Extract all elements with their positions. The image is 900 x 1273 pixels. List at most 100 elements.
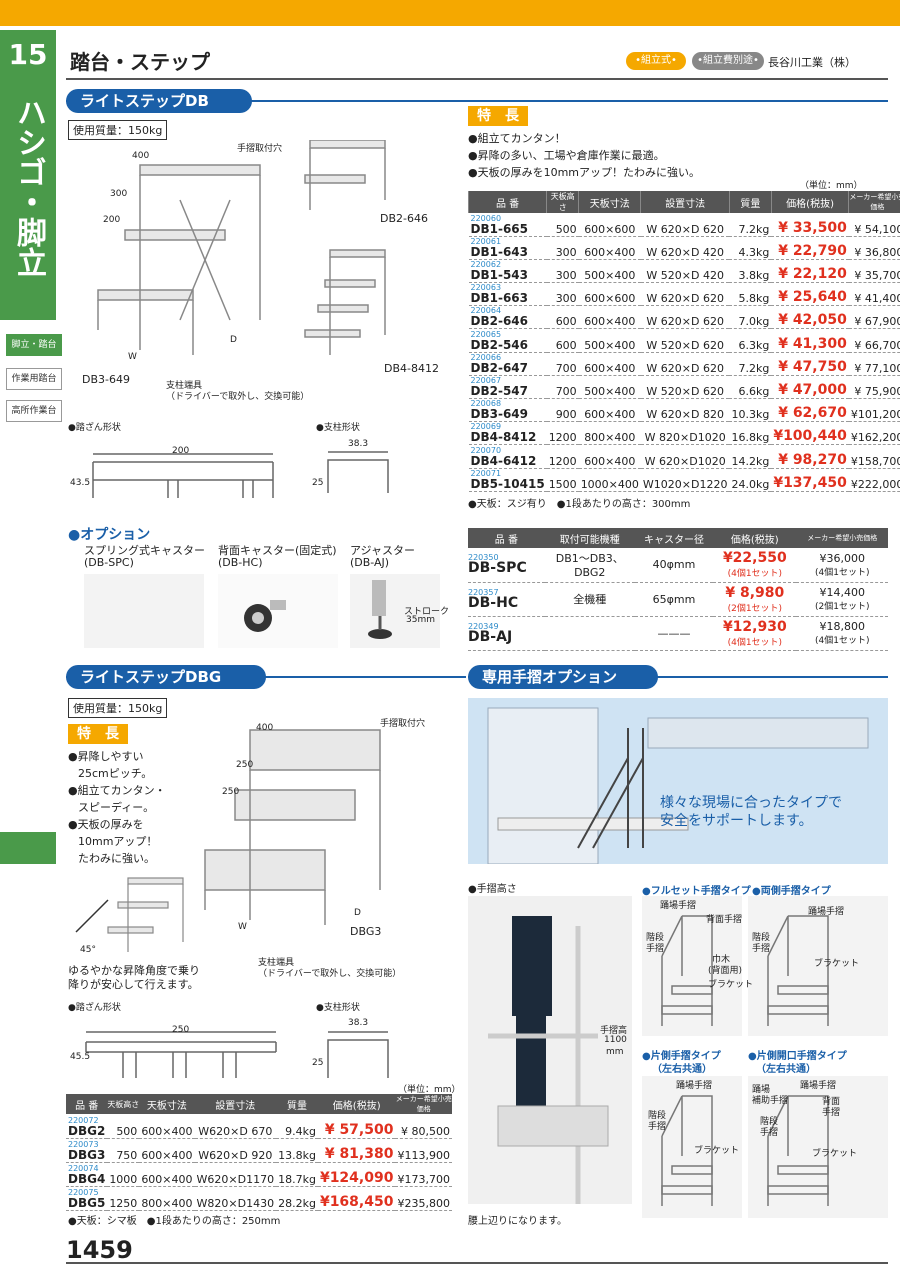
model-name: DB2-547 xyxy=(470,384,529,398)
section-handrail: 専用手摺オプション xyxy=(468,665,658,689)
dbg-post-width: 38.3 xyxy=(348,1018,369,1028)
side-tab-work-step[interactable]: 作業用踏台 xyxy=(6,368,62,390)
top-size-cell: 600×400 xyxy=(578,305,641,330)
height-cell: 300 xyxy=(546,259,579,284)
top-size-cell: 800×400 xyxy=(578,421,641,446)
type-single-drawing xyxy=(642,1076,742,1218)
price-cell: ¥22,550(4個1セット) xyxy=(713,548,797,583)
section-dbg: ライトステップDBG xyxy=(66,665,266,689)
model-name: DB5-10415 xyxy=(470,476,545,491)
top-size-cell: 1000×400 xyxy=(578,468,641,492)
height-cell: 700 xyxy=(546,352,579,376)
side-tab-stepladder[interactable]: 脚立・踏台 xyxy=(6,334,62,356)
list-price-cell: ¥173,700 xyxy=(395,1162,452,1187)
model-name: DB1-665 xyxy=(470,221,529,236)
model-name: DB2-646 xyxy=(470,314,529,329)
page-number: 1459 xyxy=(66,1236,133,1264)
product-code: 220060 xyxy=(470,213,502,223)
footer-divider xyxy=(66,1262,888,1264)
height-cell: 600 xyxy=(546,328,579,353)
list-price-cell: ¥162,200 xyxy=(848,421,900,446)
diameter-cell: 65φmm xyxy=(634,582,714,617)
install-size-cell: W 620×D 620 xyxy=(640,282,730,307)
list-price-cell: ¥ 41,400 xyxy=(848,282,900,307)
spring-caster-image xyxy=(84,574,204,648)
list-price-cell: ¥14,400(2個1セット) xyxy=(796,582,888,617)
handrail-height-photo xyxy=(468,896,632,1204)
price-note: (4個1セット) xyxy=(727,637,783,648)
dbg-feature-1: ●昇降しやすい xyxy=(68,750,144,763)
dbg-dim-250b: 250 xyxy=(222,787,240,797)
list-price-cell: ¥222,000 xyxy=(848,468,900,492)
option-table: 品 番 取付可能機種 キャスター径 価格(税抜) メーカー希望小売価格 2203… xyxy=(468,528,888,651)
dbg-feature-2: ●組立てカンタン・ xyxy=(68,784,166,797)
price-cell: ¥12,930(4個1セット) xyxy=(713,616,797,651)
top-size-cell: 600×600 xyxy=(578,213,641,237)
list-price-cell: ¥18,800(4個1セット) xyxy=(796,616,888,651)
top-color-bar xyxy=(0,0,900,26)
handrail-banner-text-1: 様々な現場に合ったタイプで xyxy=(660,795,842,811)
db-dim-200: 200 xyxy=(103,215,121,225)
dbg-feature-3c: たわみに強い。 xyxy=(78,852,155,865)
weight-cell: 24.0kg xyxy=(729,468,772,492)
both-label-stair: 階段 xyxy=(752,933,771,943)
list-price-note: (2個1セット) xyxy=(815,602,870,612)
dbg-angle-drawing xyxy=(75,877,184,952)
chapter-number: 15 xyxy=(8,38,48,71)
col-price: 価格(税抜) xyxy=(770,191,849,213)
dbg-angle-note-2: 降りが安心して行えます。 xyxy=(68,978,199,991)
list-price-cell: ¥113,900 xyxy=(395,1138,452,1163)
list-price-cell: ¥ 54,100 xyxy=(848,213,900,237)
side-tab-high-platform[interactable]: 高所作業台 xyxy=(6,400,62,422)
dbg-feature-3: ●天板の厚みを xyxy=(68,818,144,831)
fit-cell: 全機種 xyxy=(544,582,635,617)
dbg-unit: （単位：mm） xyxy=(398,1085,461,1095)
price-cell: ¥ 22,120 xyxy=(771,259,849,284)
list-price-cell: ¥36,000(4個1セット) xyxy=(796,548,888,583)
db-tread-height: 43.5 xyxy=(70,478,91,488)
db-product-drawing xyxy=(97,140,386,355)
install-size-cell: W 520×D 420 xyxy=(640,259,730,284)
assembly-fee-badge: •組立費別途• xyxy=(692,52,764,70)
db-unit: （単位：mm） xyxy=(800,181,863,191)
db-model-db3-649: DB3-649 xyxy=(82,373,130,386)
weight-cell: 5.8kg xyxy=(729,282,772,307)
install-size-cell: W 620×D 420 xyxy=(640,236,730,260)
price-cell: ¥ 57,500 xyxy=(317,1114,396,1139)
weight-cell: 13.8kg xyxy=(276,1138,318,1163)
height-cell: 1250 xyxy=(107,1186,140,1211)
diameter-cell: ——— xyxy=(634,616,714,651)
height-cell: 300 xyxy=(546,282,579,307)
dbg-col-top-size: 天板寸法 xyxy=(139,1094,195,1114)
price-cell: ¥168,450 xyxy=(317,1186,396,1211)
handrail-height-note: 腰上辺りになります。 xyxy=(468,1216,567,1227)
db-model-db4-8412: DB4-8412 xyxy=(384,362,439,375)
db-model-db2-646: DB2-646 xyxy=(380,212,428,225)
db-handrail-hole-label: 手摺取付穴 xyxy=(237,144,283,154)
single-label-stair: 階段 xyxy=(648,1111,667,1121)
top-size-cell: 500×400 xyxy=(578,375,641,400)
top-size-cell: 600×400 xyxy=(578,352,641,376)
install-size-cell: W620×D 670 xyxy=(194,1114,277,1139)
list-price-note: (4個1セット) xyxy=(815,636,870,646)
weight-cell: 10.3kg xyxy=(729,398,772,423)
height-cell: 1200 xyxy=(546,421,579,446)
weight-cell: 28.2kg xyxy=(276,1186,318,1211)
type-open-drawing xyxy=(748,1076,888,1218)
install-size-cell: W 620×D 620 xyxy=(640,305,730,330)
product-code: 220349 xyxy=(468,621,499,631)
model-name: DBG5 xyxy=(68,1195,106,1210)
option-spring-caster-name: スプリング式キャスター xyxy=(84,544,205,557)
